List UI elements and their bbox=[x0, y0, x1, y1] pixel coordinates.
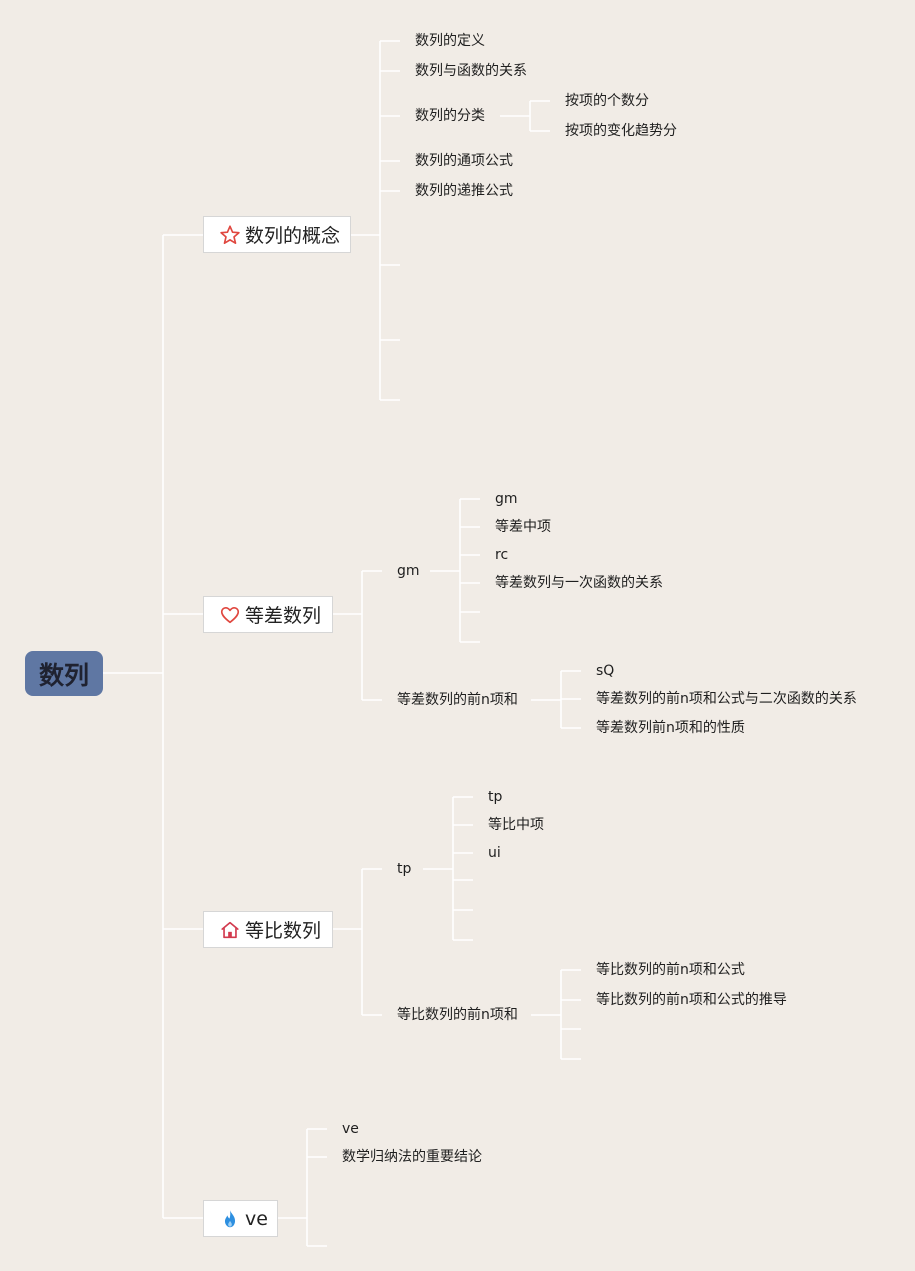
topic-item[interactable]: tp bbox=[488, 789, 503, 805]
root-node[interactable]: 数列 bbox=[25, 651, 103, 696]
topic-by-count[interactable]: 按项的个数分 bbox=[565, 93, 649, 109]
star-icon bbox=[219, 224, 241, 246]
topic-general-term[interactable]: 数列的通项公式 bbox=[415, 153, 513, 169]
topic-recurrence[interactable]: 数列的递推公式 bbox=[415, 183, 513, 199]
branch-induction[interactable]: ve bbox=[203, 1200, 278, 1237]
topic-geometric-mean[interactable]: 等比中项 bbox=[488, 817, 544, 833]
branch-label: ve bbox=[245, 1207, 268, 1230]
topic-sum-properties[interactable]: 等差数列前n项和的性质 bbox=[596, 720, 745, 736]
branch-arithmetic-sequence[interactable]: 等差数列 bbox=[203, 596, 333, 633]
topic-definition[interactable]: 数列的定义 bbox=[415, 33, 485, 49]
topic-sequence-function[interactable]: 数列与函数的关系 bbox=[415, 63, 527, 79]
branch-sequence-concept[interactable]: 数列的概念 bbox=[203, 216, 351, 253]
topic-linear-function-relation[interactable]: 等差数列与一次函数的关系 bbox=[495, 575, 663, 591]
subtopic-geometric-sum[interactable]: 等比数列的前n项和 bbox=[397, 1007, 518, 1023]
topic-item[interactable]: ui bbox=[488, 845, 501, 861]
branch-geometric-sequence[interactable]: 等比数列 bbox=[203, 911, 333, 948]
topic-induction-conclusion[interactable]: 数学归纳法的重要结论 bbox=[342, 1149, 482, 1165]
branch-label: 等差数列 bbox=[245, 605, 322, 627]
subtopic-arithmetic-sum[interactable]: 等差数列的前n项和 bbox=[397, 692, 518, 708]
root-label: 数列 bbox=[38, 660, 89, 690]
flame-icon bbox=[219, 1208, 241, 1230]
home-icon bbox=[219, 919, 241, 941]
topic-geometric-sum-formula[interactable]: 等比数列的前n项和公式 bbox=[596, 962, 745, 978]
topic-item[interactable]: rc bbox=[495, 547, 509, 563]
topic-item[interactable]: sQ bbox=[596, 663, 615, 679]
subtopic-arithmetic-1[interactable]: gm bbox=[397, 563, 420, 579]
topic-item[interactable]: ve bbox=[342, 1121, 359, 1137]
topic-quadratic-relation[interactable]: 等差数列的前n项和公式与二次函数的关系 bbox=[596, 691, 857, 707]
branch-label: 等比数列 bbox=[245, 920, 322, 942]
topic-by-trend[interactable]: 按项的变化趋势分 bbox=[565, 123, 677, 139]
heart-icon bbox=[219, 604, 241, 626]
topic-item[interactable]: gm bbox=[495, 491, 518, 507]
branch-label: 数列的概念 bbox=[245, 225, 341, 247]
topic-geometric-sum-derivation[interactable]: 等比数列的前n项和公式的推导 bbox=[596, 992, 787, 1008]
topic-classification[interactable]: 数列的分类 bbox=[415, 108, 485, 124]
topic-arithmetic-mean[interactable]: 等差中项 bbox=[495, 519, 551, 535]
subtopic-geometric-1[interactable]: tp bbox=[397, 861, 412, 877]
